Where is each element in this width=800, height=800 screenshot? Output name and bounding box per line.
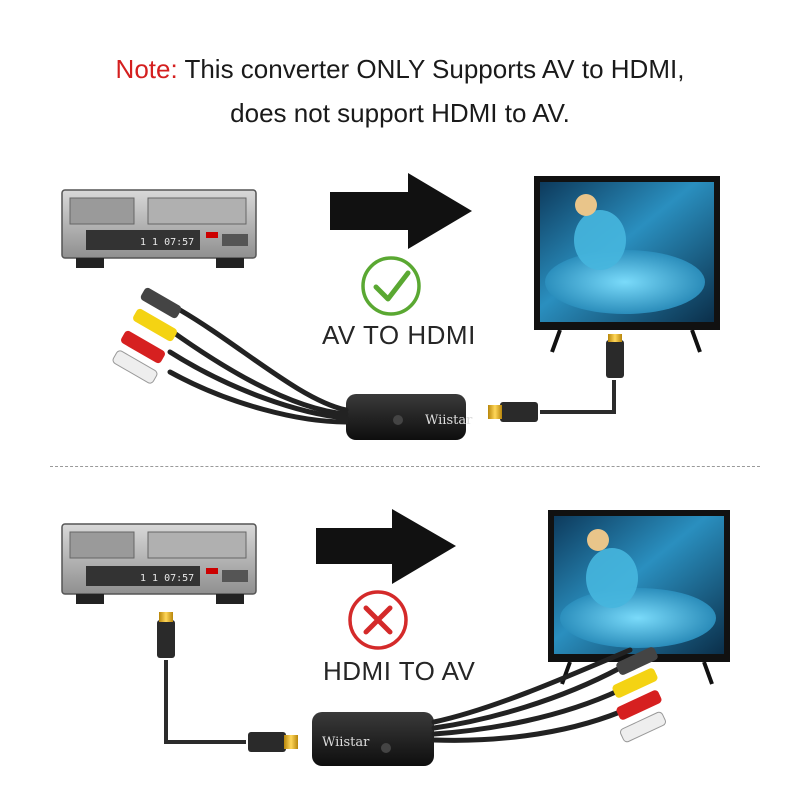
- check-icon: [361, 256, 421, 316]
- brand-label-top: Wiistar: [425, 413, 473, 428]
- hdmi-connector-icon-2: [157, 612, 175, 658]
- vcr-player-top: 1 1 07:57: [61, 189, 257, 268]
- tv-bottom: [548, 510, 730, 685]
- hdmi-cable-top: [540, 380, 616, 414]
- hdmi-plug-icon-2: [248, 732, 298, 752]
- section-divider: [50, 466, 760, 467]
- av-cables-top: [167, 307, 349, 425]
- av-cables-bottom: [431, 647, 633, 743]
- note-line-2: does not support HDMI to AV.: [230, 98, 570, 128]
- cross-icon: [348, 590, 408, 650]
- arrow-right-icon: [330, 173, 472, 249]
- converter-box-bottom: Wiistar: [312, 712, 434, 766]
- rca-plugs-bottom: [612, 647, 666, 743]
- svg-text:1 1 07:57: 1 1 07:57: [140, 573, 194, 584]
- note-label: Note:: [115, 54, 178, 84]
- vcr-player-bottom: 1 1 07:57: [61, 523, 257, 604]
- hdmi-cable-bottom: [164, 660, 246, 744]
- arrow-right-icon-2: [316, 509, 456, 584]
- note-line-1: Note: This converter ONLY Supports AV to…: [0, 54, 800, 85]
- rca-plugs-top: [112, 287, 182, 384]
- hdmi-connector-icon: [606, 334, 624, 378]
- note-text-1: This converter ONLY Supports AV to HDMI,: [184, 54, 685, 84]
- brand-label-bottom: Wiistar: [322, 735, 370, 750]
- hdmi-plug-icon: [488, 402, 538, 422]
- caption-av-to-hdmi: AV TO HDMI: [322, 320, 476, 350]
- caption-hdmi-to-av: HDMI TO AV: [323, 656, 476, 686]
- converter-box-top: Wiistar: [346, 394, 473, 440]
- svg-text:1 1 07:57: 1 1 07:57: [140, 237, 194, 248]
- tv-top: [534, 176, 720, 353]
